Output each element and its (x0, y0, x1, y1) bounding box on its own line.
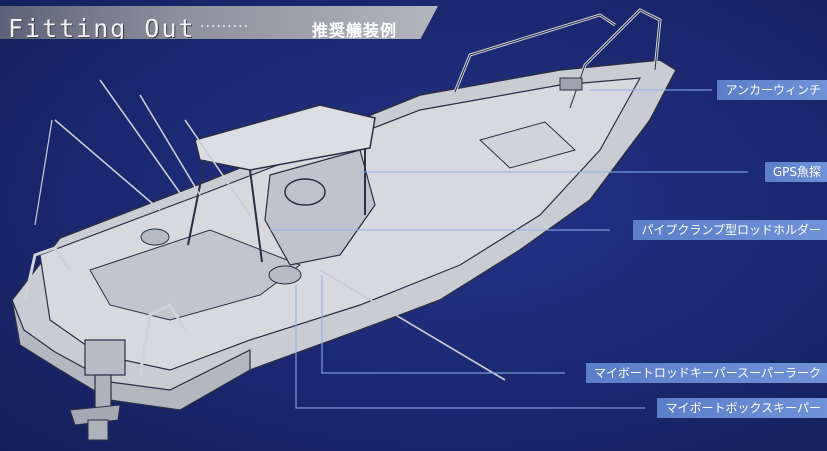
box-keeper (268, 265, 302, 285)
callout-rod-keeper-super-lark: マイボートロッドキーパースーパーラーク (585, 363, 827, 383)
title-banner: Fitting Out ········· 推奨艤装例 (0, 6, 438, 39)
leader-lines (270, 89, 748, 409)
t-top-posts (187, 148, 366, 263)
callout-pipe-clamp-rod-holder: パイプクランプ型ロッドホルダー (633, 220, 827, 240)
title-english: Fitting Out (8, 14, 196, 43)
boat-transom (11, 299, 251, 411)
bow-hatch (479, 121, 576, 169)
callout-box-keeper: マイボートボックスキーパー (657, 398, 827, 418)
steering-wheel (284, 178, 326, 206)
cockpit-floor (89, 229, 302, 321)
stern-rails (23, 246, 187, 376)
rod-line (34, 119, 53, 226)
bait-bucket (140, 228, 170, 246)
callout-gps-fishfinder: GPS魚探 (764, 162, 827, 182)
fishing-rods (54, 79, 506, 381)
anchor-winch (559, 77, 583, 91)
callout-anchor-winch: アンカーウィンチ (717, 80, 827, 100)
outboard-motor (69, 339, 126, 441)
t-top-canopy (194, 104, 376, 171)
title-dots: ········· (200, 19, 250, 35)
title-japanese: 推奨艤装例 (312, 21, 398, 40)
